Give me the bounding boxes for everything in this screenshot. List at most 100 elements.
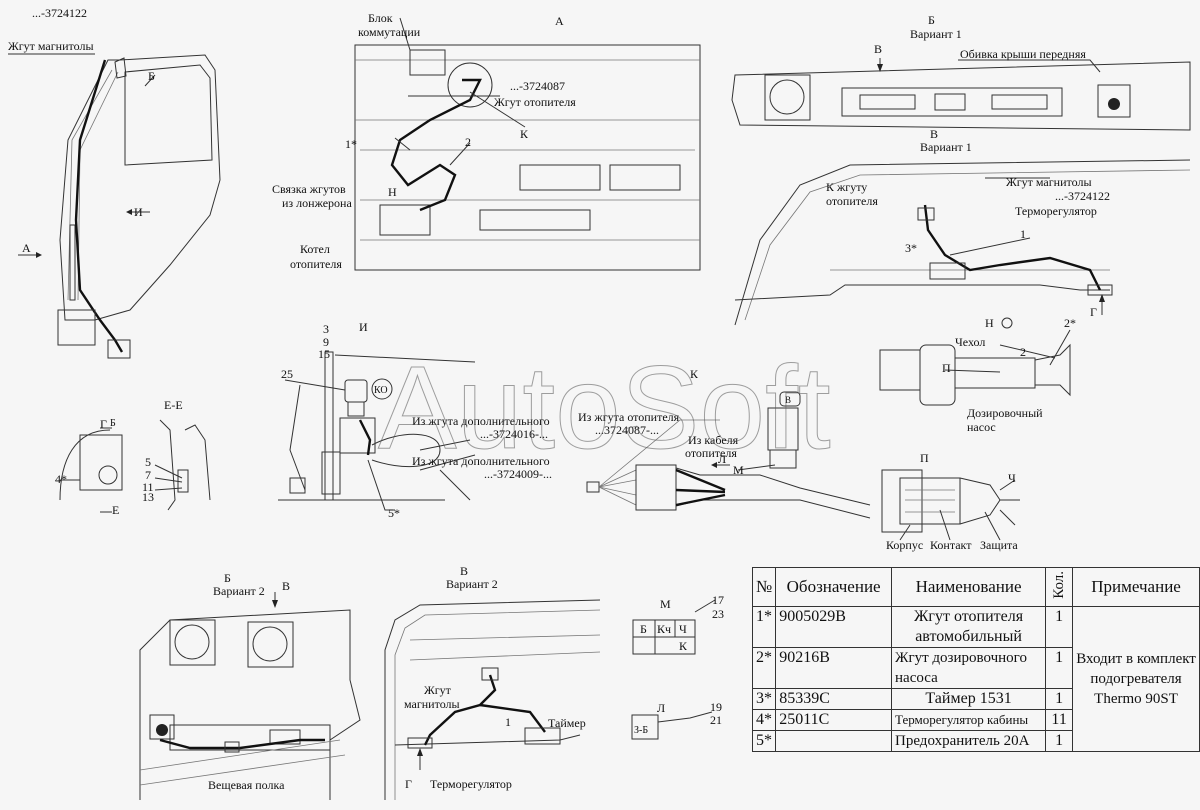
label-contact: Контакт [930,538,972,552]
view-b2-shelf [139,592,361,800]
cell-name: автомобильный [891,627,1047,648]
label-switch-block-1: Блок [368,11,393,25]
label-item-7: 7 [145,468,151,482]
cell-no: 1* [751,606,777,627]
label-item-25: 25 [281,367,293,381]
view-l-title: Л [657,701,665,715]
cell-name: Терморегулятор кабины [891,709,1047,731]
table-row: насоса [751,668,1200,689]
label-extra-part-2: ...-3724009-... [484,467,552,481]
cell-no [751,627,777,648]
view-v1 [734,159,1191,326]
cell-name: Таймер 1531 [891,688,1047,710]
view-p-connector [881,469,1020,541]
label-item-23: 23 [712,607,724,621]
cab-side-view [8,53,221,359]
cell-code: 85339С [775,688,893,710]
label-arrow-g2: Г [405,777,412,791]
label-cover: Чехол [955,335,985,349]
label-item-11: 11 [142,480,154,494]
cell-no: 3* [751,688,777,710]
view-b2-variant: Вариант 2 [213,584,265,598]
cell-name: Жгут дозировочного [891,647,1047,668]
label-item-9: 9 [323,335,329,349]
label-pump-2: насос [967,420,996,434]
note-line-2: подогревателя [1090,671,1182,687]
label-ch: Ч [1008,471,1016,485]
label-radio-harness-v1: Жгут магнитолы [1006,175,1092,189]
label-v-marker: В [785,395,791,405]
cell-qty: 1 [1045,730,1074,752]
view-ee-section [154,419,211,511]
label-heater-harness: Жгут отопителя [494,95,576,109]
col-qty: Кол. [1045,567,1074,607]
view-g-title: Г [100,417,107,431]
table-row: 1* 9005029В Жгут отопителя 1 Входит в ко… [751,606,1200,752]
label-radio-part-v1: ...-3724122 [1055,189,1110,203]
parts-table: № Обозначение Наименование Кол. Примечан… [751,567,1200,752]
view-i-relay [278,351,476,511]
col-name: Наименование [891,567,1047,607]
label-switch-block-2: коммутации [358,25,421,39]
label-item-1-v2: 1 [505,715,511,729]
view-a-title: А [555,14,564,28]
label-arrow-v2: В [282,579,290,593]
label-n-marker: Н [388,185,397,199]
view-v2 [384,599,601,800]
label-thermostat-v1: Терморегулятор [1015,204,1097,218]
cell-code [775,668,893,689]
pin-kch: Кч [657,622,671,636]
cell-no: 5* [751,730,777,752]
view-b1-title: Б [928,13,935,27]
label-boiler-1: Котел [300,242,330,256]
label-heater-part: ...-3724087 [510,79,565,93]
cell-qty [1045,627,1074,648]
label-item-19: 19 [710,700,722,714]
label-item-1: 1* [345,137,357,151]
table-row: 3* 85339С Таймер 1531 1 [751,688,1200,710]
table-row: 5* Предохранитель 20А 1 [751,730,1200,752]
label-m-marker: М [733,463,744,477]
label-extra-part-1: ...-3724016-... [480,427,548,441]
cell-name: Предохранитель 20А [891,730,1047,752]
cell-code: 25011С [775,709,893,731]
label-item-3: 3 [323,322,329,336]
view-l-connector [631,711,713,740]
label-k-marker: К [520,127,529,141]
label-p-marker: П [942,361,951,375]
col-code: Обозначение [775,567,893,607]
label-boiler-2: отопителя [290,257,342,271]
label-ko: КО [374,385,388,396]
view-a-dashboard [354,17,701,271]
cell-no [751,668,777,689]
label-item-4: 4* [55,472,67,486]
cell-qty: 1 [1045,647,1074,668]
view-m-connector [632,599,716,655]
label-from-cable-2: отопителя [685,446,737,460]
label-part-3724122: ...-3724122 [32,6,87,20]
label-arrow-g: Г [1090,305,1097,319]
label-bundle-2: из лонжерона [282,196,352,210]
view-n-title: Н [985,316,994,330]
table-row: автомобильный [751,627,1200,648]
pin-b: Б [640,622,647,636]
view-v2-title: В [460,564,468,578]
note-line-3: Thermo 90ST [1094,691,1178,707]
label-l-marker: Л [718,452,726,466]
label-radio-v2-2: магнитолы [404,697,460,711]
view-i-title: И [359,320,368,334]
view-v1-title: В [930,127,938,141]
view-b1-roof [731,58,1191,131]
view-p-title: П [920,451,929,465]
cell-qty: 1 [1045,688,1074,710]
view-k-title: К [690,367,699,381]
view-b1-variant: Вариант 1 [910,27,962,41]
label-from-heater-part: ...3724087-... [595,423,659,437]
cell-code [775,627,893,648]
label-protection: Защита [980,538,1018,552]
cell-code: 90216В [775,647,893,668]
label-from-cable-1: Из кабеля [688,433,739,447]
label-radio-harness: Жгут магнитолы [8,39,94,53]
label-radio-v2-1: Жгут [424,683,452,697]
